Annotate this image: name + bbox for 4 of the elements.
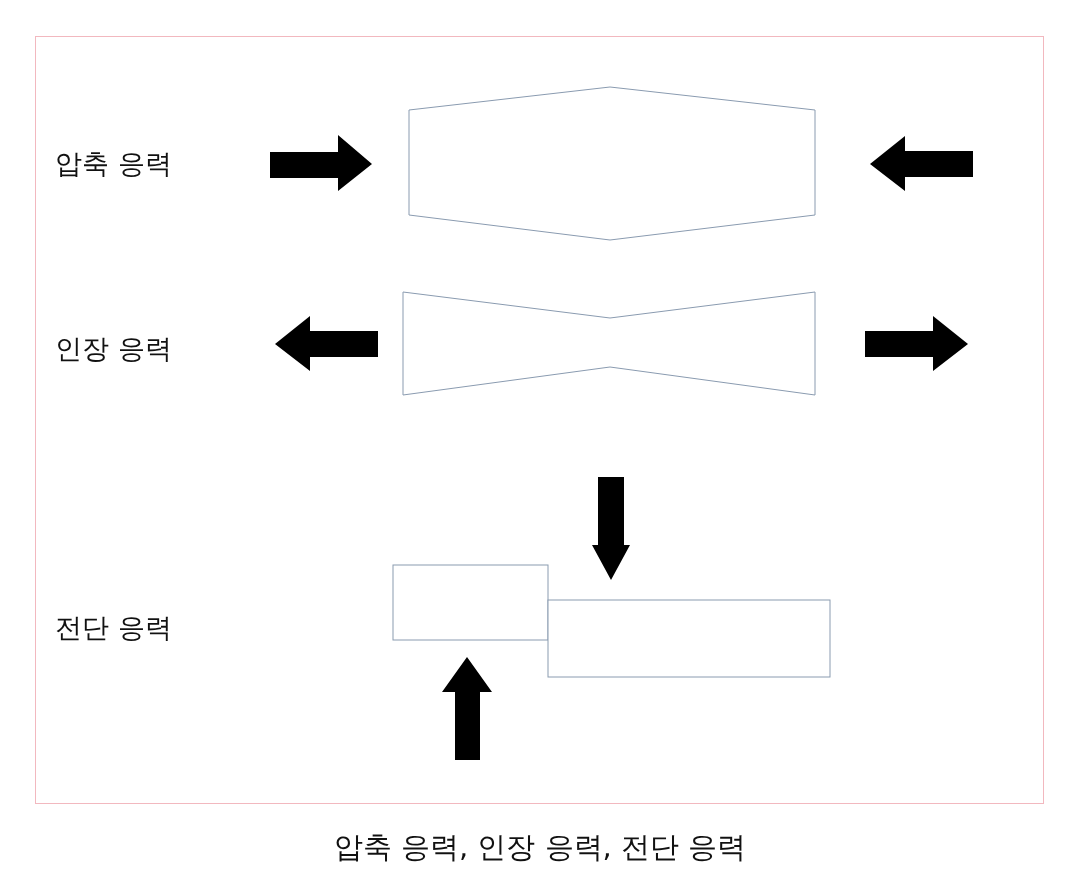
stress-type-label: 인장 응력	[55, 332, 172, 366]
stress-type-label: 압축 응력	[55, 147, 172, 181]
stress-type-label: 전단 응력	[55, 611, 172, 645]
caption: 압축 응력, 인장 응력, 전단 응력	[332, 829, 748, 866]
